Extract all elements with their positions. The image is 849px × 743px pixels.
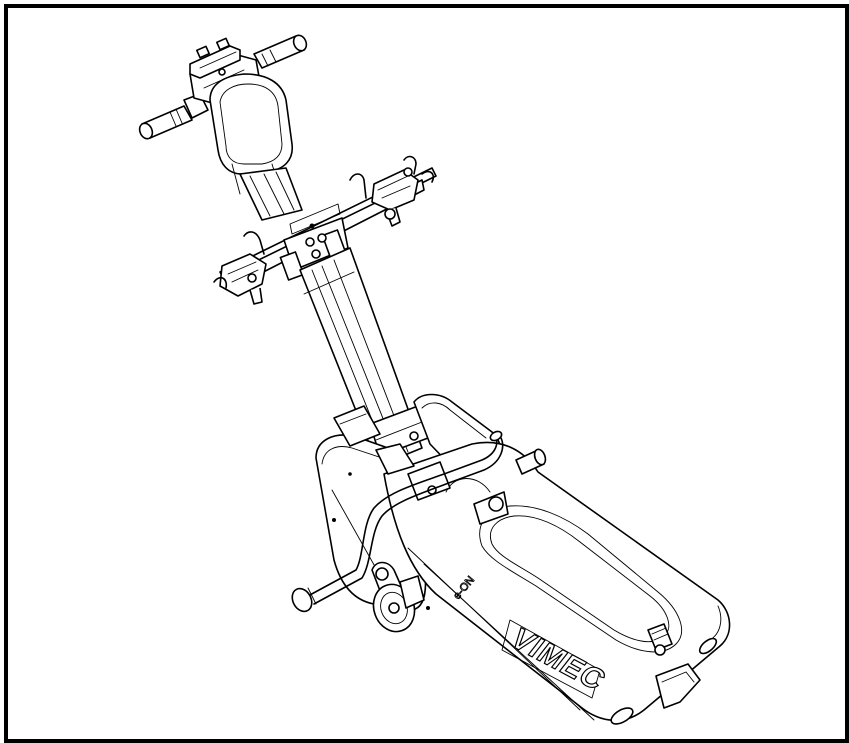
base-body xyxy=(315,393,731,725)
lower-mast xyxy=(299,247,429,467)
stair-climber-illustration: VIMEC e-ON xyxy=(138,34,731,725)
rear-stabilizer xyxy=(291,430,504,613)
rear-castor-wheel xyxy=(371,561,425,633)
arm-support xyxy=(213,155,437,305)
figure-frame: VIMEC e-ON xyxy=(4,4,849,743)
upper-mast xyxy=(239,167,303,221)
backrest-pad xyxy=(209,73,293,195)
